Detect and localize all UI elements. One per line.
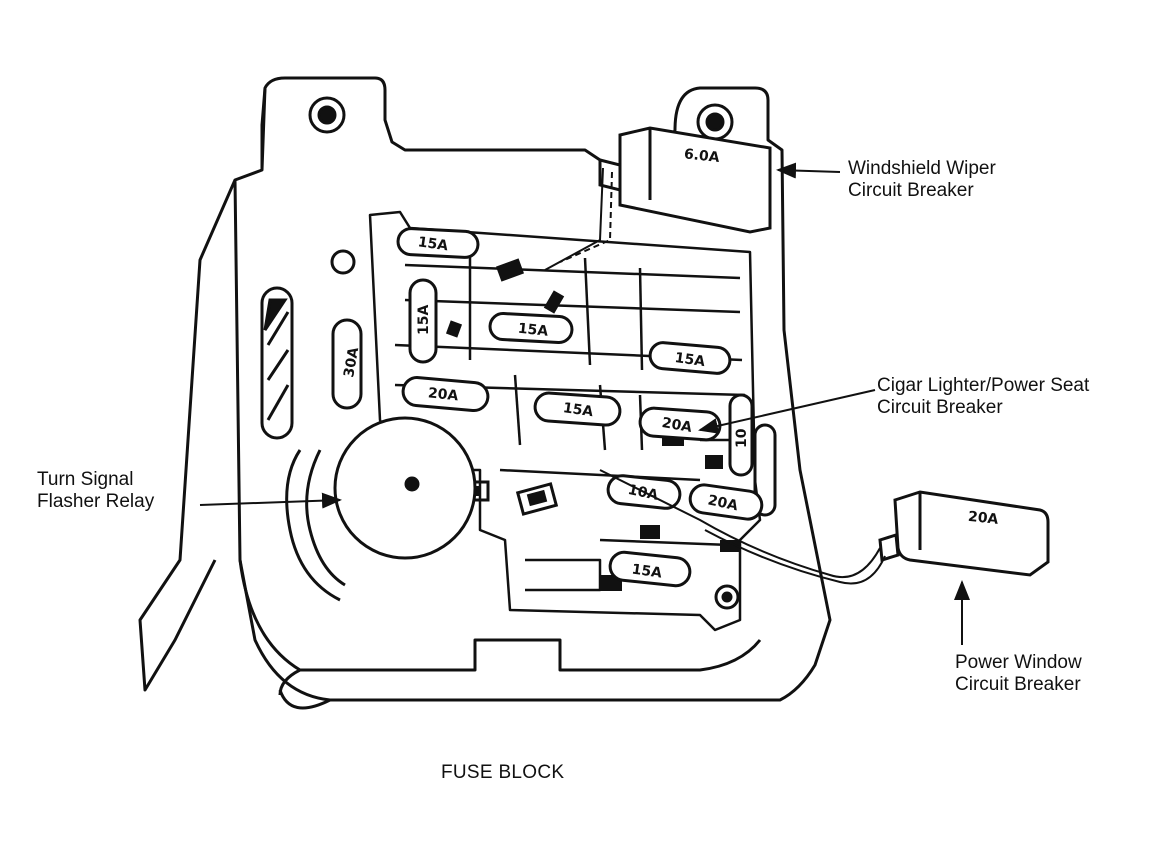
power-window-breaker — [599, 469, 1050, 585]
fuse-label-f5: 30A — [341, 346, 362, 379]
callout-windshield-wiper-line2: Circuit Breaker — [848, 180, 974, 201]
callout-turn-signal: Turn Signal Flasher Relay — [37, 469, 154, 513]
callout-cigar-lighter-line2: Circuit Breaker — [877, 397, 1003, 418]
fuse-row-1 — [331, 227, 764, 588]
mounting-boss-right — [696, 103, 734, 141]
fuse-f4 — [648, 341, 732, 375]
fuse-f11 — [688, 483, 764, 521]
fuse-label-f7: 15A — [562, 400, 594, 420]
fuse-label-f3: 15A — [517, 321, 549, 340]
fuse-label-f6: 20A — [427, 385, 459, 404]
fuse-label-f11: 20A — [706, 492, 739, 514]
leader-turn-signal — [199, 492, 342, 509]
fuse-f6 — [401, 376, 490, 413]
callout-power-window-line2: Circuit Breaker — [955, 674, 1081, 695]
callout-power-window: Power Window Circuit Breaker — [955, 652, 1082, 696]
callout-turn-signal-line1: Turn Signal — [37, 469, 134, 490]
screw-boss-lower — [714, 584, 740, 610]
fuse-f1 — [396, 227, 480, 259]
callout-cigar-lighter-line1: Cigar Lighter/Power Seat — [877, 375, 1090, 396]
fuse-label-f9: 10 — [734, 428, 750, 448]
callout-power-window-line1: Power Window — [955, 652, 1082, 673]
leader-wiper — [776, 162, 841, 179]
leader-lines — [199, 162, 970, 645]
callout-turn-signal-line2: Flasher Relay — [37, 491, 155, 512]
leader-cigar — [698, 389, 876, 434]
left-slot — [260, 286, 777, 517]
fuse-f12 — [608, 550, 692, 588]
mounting-boss-left — [308, 96, 346, 134]
fuse-f2 — [408, 278, 438, 364]
fuse-f7 — [533, 391, 622, 427]
fuse-label-f2: 15A — [416, 305, 432, 335]
fuse-label-f1: 15A — [417, 234, 449, 254]
fuse-labels: 15A 15A 15A 15A 30A 20A 15A 20A 10 10A 2… — [341, 234, 750, 581]
fuse-label-f4: 15A — [674, 350, 706, 370]
wiper-breaker-rating: 6.0A — [683, 146, 720, 166]
callout-windshield-wiper-line1: Windshield Wiper — [848, 158, 996, 179]
diagram-caption: FUSE BLOCK — [441, 762, 565, 783]
fuse-f5 — [331, 318, 363, 410]
fuse-label-f8: 20A — [661, 415, 694, 436]
callout-windshield-wiper: Windshield Wiper Circuit Breaker — [848, 158, 996, 202]
fuse-f9 — [728, 393, 754, 477]
power-window-breaker-rating: 20A — [967, 509, 999, 528]
connector-details — [445, 258, 740, 591]
screw-boss-upper — [330, 249, 356, 275]
windshield-wiper-breaker — [544, 126, 772, 271]
fuse-f3 — [488, 312, 574, 344]
callout-cigar-lighter: Cigar Lighter/Power Seat Circuit Breaker — [877, 375, 1089, 419]
turn-signal-flasher-relay — [285, 416, 477, 602]
fuse-label-f12: 15A — [631, 562, 663, 582]
fuse-block-housing — [138, 76, 832, 710]
